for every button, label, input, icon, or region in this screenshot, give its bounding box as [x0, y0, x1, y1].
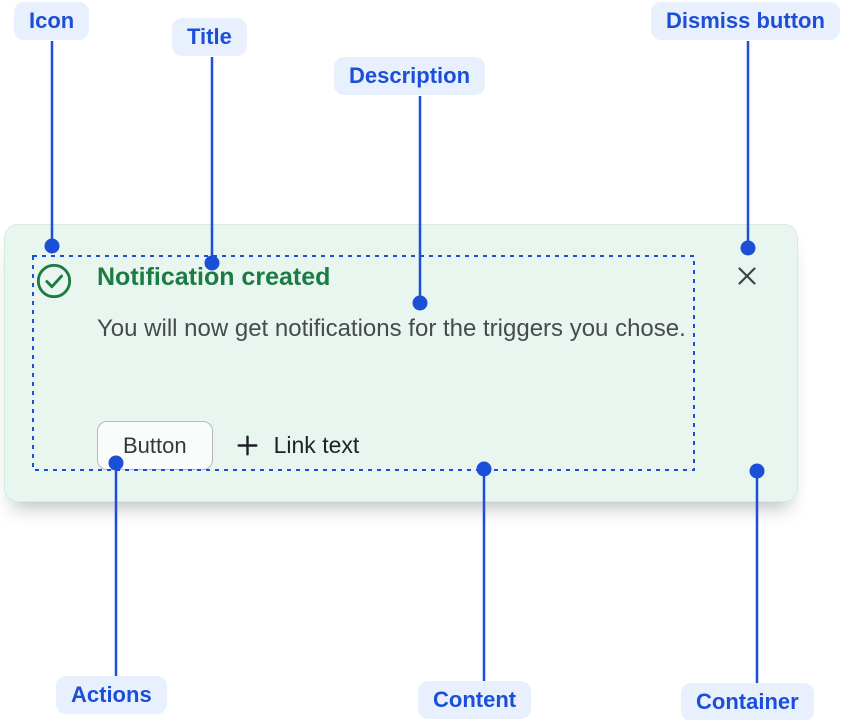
- annotation-label-container: Container: [681, 683, 814, 720]
- annotation-label-title: Title: [172, 18, 247, 56]
- annotation-label-description: Description: [334, 57, 486, 95]
- dismiss-button[interactable]: [730, 259, 764, 293]
- success-check-circle-icon: [36, 263, 72, 299]
- flag-actions: Button Link text: [97, 421, 359, 470]
- plus-icon: [235, 433, 260, 458]
- annotation-label-dismiss-button: Dismiss button: [651, 2, 840, 40]
- cross-icon: [738, 267, 756, 285]
- flag-action-button[interactable]: Button: [97, 421, 213, 470]
- flag-title: Notification created: [97, 263, 331, 291]
- annotation-label-content: Content: [418, 681, 532, 719]
- flag-action-link[interactable]: Link text: [235, 432, 360, 459]
- flag-description: You will now get notifications for the t…: [97, 315, 686, 342]
- flag-container: Notification created You will now get no…: [4, 224, 798, 502]
- annotation-label-icon: Icon: [14, 2, 90, 40]
- flag-link-label: Link text: [273, 432, 360, 458]
- annotation-label-actions: Actions: [56, 676, 167, 714]
